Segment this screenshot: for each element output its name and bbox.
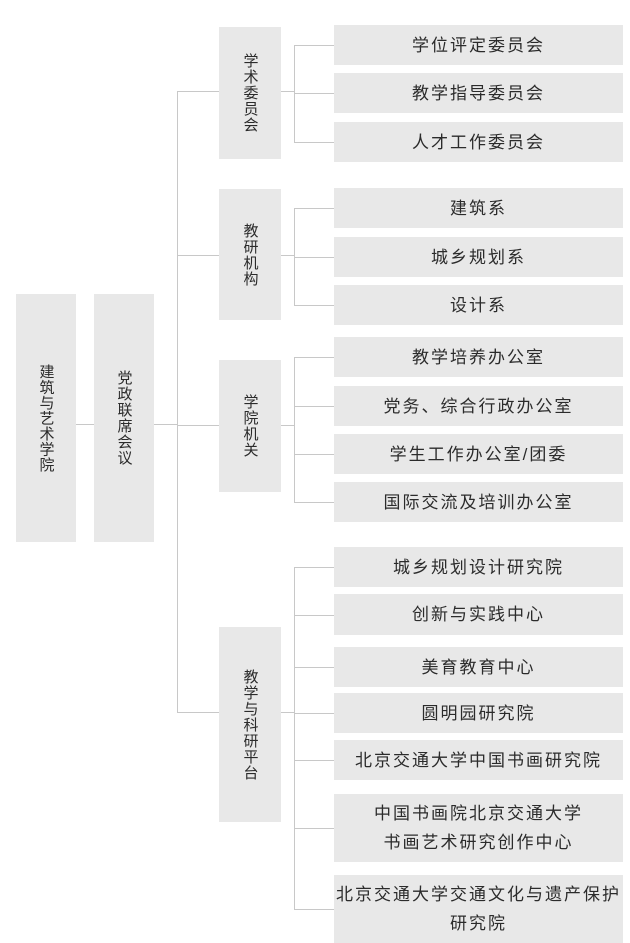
leaf-label: 教学指导委员会 — [412, 83, 545, 103]
leaf-link-line — [294, 406, 334, 407]
category-link-line — [177, 425, 219, 426]
leaf-box: 学生工作办公室/团委 — [334, 434, 623, 474]
leaf-link-line — [294, 45, 334, 46]
leaf-link-line — [294, 667, 334, 668]
root-box: 建筑与艺术学院 — [16, 294, 76, 542]
joint-meeting-box: 党政联席会议 — [94, 294, 154, 542]
leaf-box: 中国书画院北京交通大学书画艺术研究创作中心 — [334, 794, 623, 862]
leaf-label: 圆明园研究院 — [421, 703, 536, 723]
category-box-label: 学术委员会 — [241, 53, 259, 133]
leaf-box: 北京交通大学交通文化与遗产保护研究院 — [334, 875, 623, 943]
leaf-link-line — [294, 454, 334, 455]
leaf-link-line — [294, 828, 334, 829]
category-link-line — [177, 91, 219, 92]
leaf-link-line — [294, 909, 334, 910]
leaf-box: 教学指导委员会 — [334, 73, 623, 113]
leaf-link-line — [294, 142, 334, 143]
leaf-box: 党务、综合行政办公室 — [334, 386, 623, 426]
leaf-box: 人才工作委员会 — [334, 122, 623, 162]
leaf-label: 研究院 — [450, 914, 507, 933]
leaf-label: 北京交通大学中国书画研究院 — [355, 750, 602, 770]
leaf-box: 设计系 — [334, 285, 623, 325]
leaf-link-line — [294, 760, 334, 761]
leaf-label: 设计系 — [450, 295, 507, 315]
joint-meeting-box-label: 党政联席会议 — [115, 370, 133, 466]
leaf-label: 人才工作委员会 — [412, 132, 545, 152]
category-box-label: 教学与科研平台 — [241, 668, 259, 781]
category-link-line — [177, 255, 219, 256]
leaf-box: 建筑系 — [334, 188, 623, 228]
category-box: 教研机构 — [219, 189, 281, 320]
category-box: 学院机关 — [219, 360, 281, 492]
trunk-link-line — [154, 424, 177, 425]
leaf-label: 美育教育中心 — [421, 657, 536, 677]
child-trunk-line — [294, 357, 295, 503]
leaf-link-line — [294, 713, 334, 714]
leaf-link-line — [294, 208, 334, 209]
leaf-box: 城乡规划设计研究院 — [334, 547, 623, 587]
child-trunk-line — [294, 45, 295, 143]
category-box-label: 学院机关 — [241, 394, 259, 458]
children-link-line — [281, 255, 294, 256]
leaf-link-line — [294, 305, 334, 306]
leaf-box: 国际交流及培训办公室 — [334, 482, 623, 522]
leaf-label: 建筑系 — [450, 198, 507, 218]
leaf-link-line — [294, 615, 334, 616]
leaf-label: 学位评定委员会 — [412, 35, 545, 55]
leaf-label: 国际交流及培训办公室 — [383, 492, 574, 512]
leaf-label: 教学培养办公室 — [412, 347, 545, 367]
leaf-label: 创新与实践中心 — [412, 605, 545, 624]
category-box: 教学与科研平台 — [219, 627, 281, 822]
leaf-label: 学生工作办公室/团委 — [389, 444, 568, 464]
leaf-box: 美育教育中心 — [334, 647, 623, 687]
leaf-label: 城乡规划设计研究院 — [393, 557, 564, 577]
leaf-box: 城乡规划系 — [334, 237, 623, 277]
root-link-line — [76, 424, 94, 425]
leaf-label: 北京交通大学交通文化与遗产保护 — [336, 885, 621, 904]
children-link-line — [281, 91, 294, 92]
root-box-label: 建筑与艺术学院 — [37, 363, 55, 473]
leaf-label: 党务、综合行政办公室 — [383, 396, 574, 416]
leaf-link-line — [294, 93, 334, 94]
leaf-link-line — [294, 567, 334, 568]
leaf-label: 城乡规划系 — [431, 247, 526, 267]
category-link-line — [177, 712, 219, 713]
leaf-box: 北京交通大学中国书画研究院 — [334, 740, 623, 780]
category-box-label: 教研机构 — [241, 222, 259, 287]
child-trunk-line — [294, 567, 295, 910]
leaf-link-line — [294, 502, 334, 503]
children-link-line — [281, 712, 294, 713]
category-box: 学术委员会 — [219, 27, 281, 159]
children-link-line — [281, 425, 294, 426]
leaf-box: 创新与实践中心 — [334, 594, 623, 635]
leaf-link-line — [294, 257, 334, 258]
leaf-label: 中国书画院北京交通大学 — [374, 804, 583, 823]
leaf-label: 书画艺术研究创作中心 — [383, 833, 574, 852]
leaf-box: 学位评定委员会 — [334, 25, 623, 65]
leaf-box: 圆明园研究院 — [334, 693, 623, 733]
main-trunk-line — [177, 91, 178, 713]
leaf-link-line — [294, 357, 334, 358]
leaf-box: 教学培养办公室 — [334, 337, 623, 377]
